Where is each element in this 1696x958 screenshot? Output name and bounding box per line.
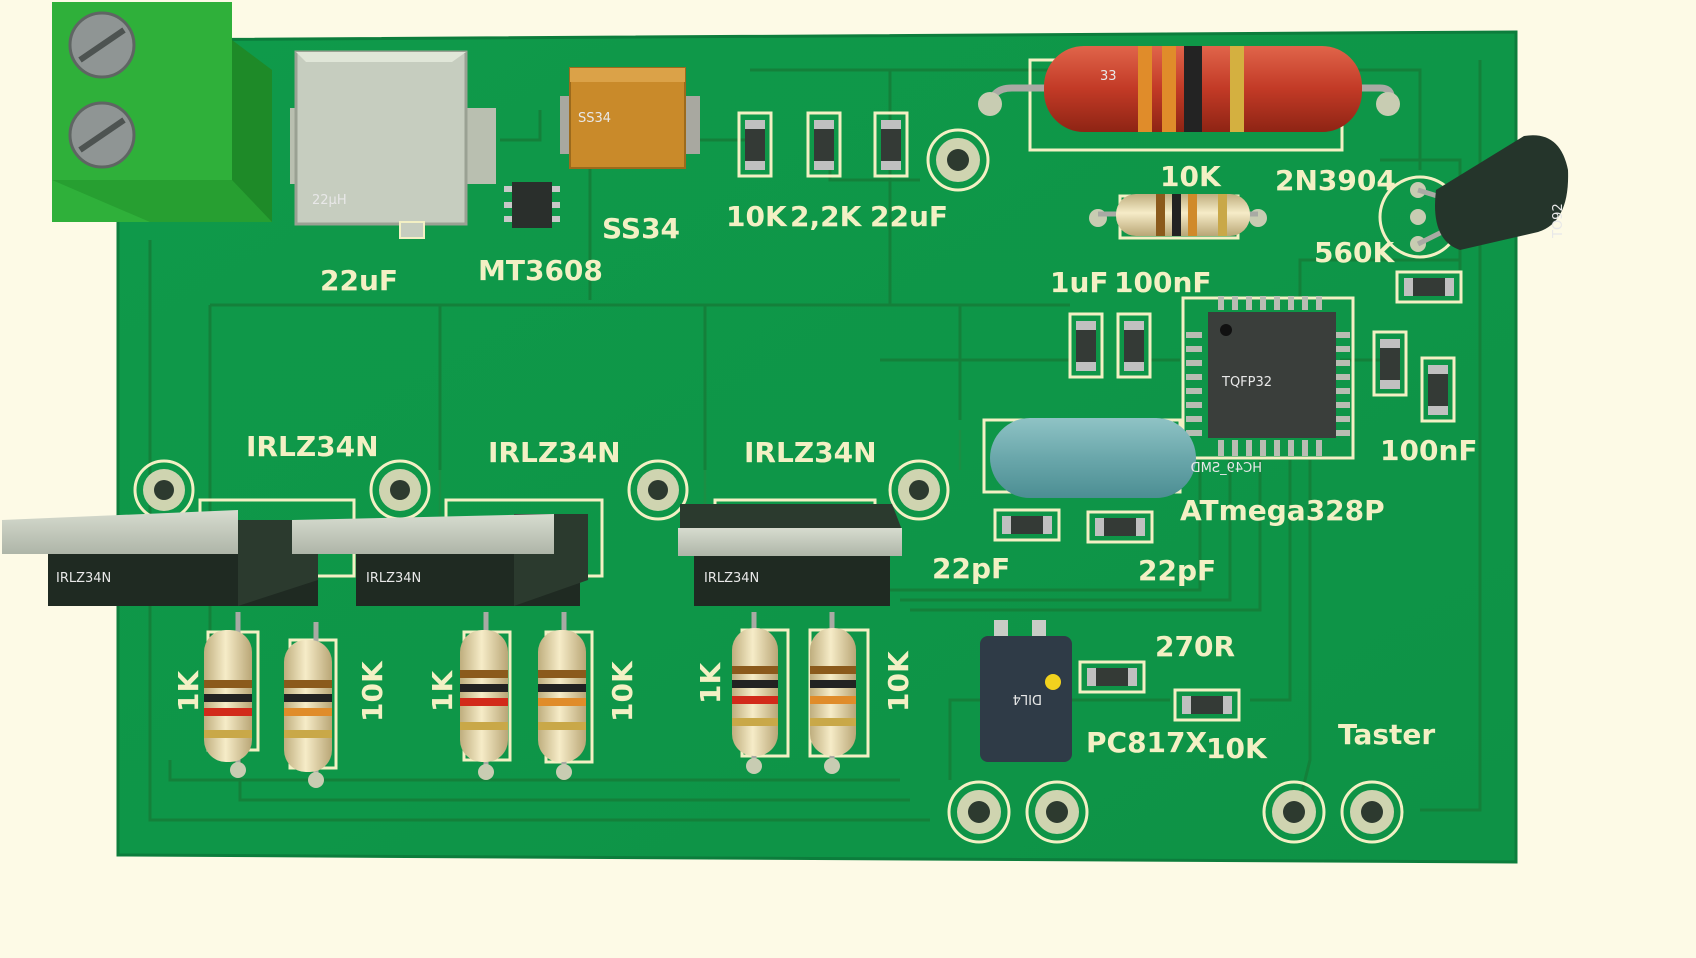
label-r-1k-2: 1K bbox=[426, 670, 459, 712]
label-c-1uf: 1uF bbox=[1050, 266, 1109, 299]
through-hole-pad-8 bbox=[1340, 780, 1404, 844]
smd-resistor-10k-top bbox=[737, 111, 773, 178]
transistor-to92: TO92 bbox=[1378, 135, 1569, 259]
mosfet-1-mark: IRLZ34N bbox=[56, 571, 111, 586]
axial-resistor-1k-2 bbox=[460, 612, 512, 780]
label-mcu: ATmega328P bbox=[1180, 494, 1385, 527]
through-hole-pads bbox=[133, 459, 1404, 844]
mosfet-2-mark: IRLZ34N bbox=[366, 571, 421, 586]
label-inductor: 22uF bbox=[320, 264, 398, 297]
to92-mark: TO92 bbox=[1551, 203, 1566, 239]
mosfet-1-to220: IRLZ34N bbox=[2, 510, 318, 606]
crystal-mark: HC49_SMD bbox=[1191, 461, 1262, 476]
label-r-1k-3: 1K bbox=[694, 662, 727, 704]
power-resistor-33: 33 bbox=[978, 46, 1400, 152]
label-boost-ic: MT3608 bbox=[478, 254, 603, 287]
through-hole-pad-2 bbox=[369, 459, 431, 521]
smd-capacitor-100nf-top bbox=[1116, 312, 1152, 379]
smd-capacitor-100nf-right bbox=[1372, 330, 1456, 423]
label-r-10k-2: 10K bbox=[606, 660, 639, 722]
mcu-tqfp32: TQFP32 bbox=[1181, 296, 1355, 460]
diode-ss34: SS34 bbox=[560, 67, 700, 169]
smd-capacitor-1uf bbox=[1068, 312, 1104, 379]
through-hole-pad-3 bbox=[627, 459, 689, 521]
axial-resistor-10k-3 bbox=[808, 612, 870, 774]
label-r-10k-top: 10K bbox=[726, 200, 788, 233]
inductor-22uh: 22µH bbox=[290, 50, 496, 239]
smd-resistor-560k bbox=[1395, 270, 1463, 304]
label-r-1k-1: 1K bbox=[172, 670, 205, 712]
label-transistor: 2N3904 bbox=[1275, 164, 1396, 197]
axial-resistor-10k-mid bbox=[1089, 194, 1267, 240]
optocoupler-dil4: DIL4 bbox=[980, 620, 1072, 762]
label-mosfet-2: IRLZ34N bbox=[488, 436, 621, 469]
label-r-270r: 270R bbox=[1155, 630, 1235, 663]
label-diode: SS34 bbox=[602, 212, 680, 245]
mosfet-3-mark: IRLZ34N bbox=[704, 571, 759, 586]
ic-mt3608 bbox=[504, 182, 560, 228]
power-resistor-mark: 33 bbox=[1100, 69, 1117, 84]
diode-mark: SS34 bbox=[578, 111, 611, 126]
through-hole-pad-7 bbox=[1262, 780, 1326, 844]
label-r-10k-3: 10K bbox=[882, 650, 915, 712]
screw-terminal-block bbox=[52, 2, 272, 222]
label-button: Taster bbox=[1338, 718, 1435, 751]
axial-resistor-1k-3 bbox=[732, 612, 790, 774]
silkscreen-labels: 22uF MT3608 SS34 10K 2,2K 22uF 10K 2N390… bbox=[172, 160, 1478, 765]
label-r-2k2: 2,2K bbox=[790, 200, 863, 233]
mosfet-3-to220: IRLZ34N bbox=[678, 504, 902, 606]
label-r-10k-mid: 10K bbox=[1160, 160, 1222, 193]
through-hole-pad-5 bbox=[947, 780, 1011, 844]
inductor-mark: 22µH bbox=[312, 193, 347, 208]
mosfet-2-to220: IRLZ34N bbox=[292, 514, 588, 606]
axial-resistor-10k-1 bbox=[284, 622, 338, 788]
through-hole-pad-top bbox=[926, 128, 990, 192]
smd-capacitor-22uf-top bbox=[873, 111, 909, 178]
smd-resistor-270r bbox=[1078, 660, 1146, 694]
smd-capacitor-22pf-right bbox=[1086, 510, 1154, 544]
label-c-22pf-left: 22pF bbox=[932, 552, 1010, 585]
dil-mark: DIL4 bbox=[1013, 691, 1042, 706]
label-r-10k-opto: 10K bbox=[1206, 732, 1268, 765]
through-hole-pad-1 bbox=[133, 459, 195, 521]
label-c-100nf-top: 100nF bbox=[1114, 266, 1212, 299]
smd-resistor-2k2 bbox=[806, 111, 842, 178]
qfp-mark: TQFP32 bbox=[1221, 375, 1272, 390]
crystal-hc49: HC49_SMD bbox=[982, 418, 1262, 498]
smd-capacitor-22pf-left bbox=[993, 508, 1061, 542]
label-c-22pf-right: 22pF bbox=[1138, 554, 1216, 587]
label-mosfet-1: IRLZ34N bbox=[246, 430, 379, 463]
label-c-100nf-right: 100nF bbox=[1380, 434, 1478, 467]
label-c-22uf-top: 22uF bbox=[870, 200, 948, 233]
smd-resistor-10k-opto bbox=[1173, 688, 1241, 722]
label-r-10k-1: 10K bbox=[356, 660, 389, 722]
through-hole-pad-6 bbox=[1025, 780, 1089, 844]
label-r-560k: 560K bbox=[1314, 236, 1395, 269]
axial-resistor-1k-1 bbox=[204, 612, 260, 778]
through-hole-pad-4 bbox=[888, 459, 950, 521]
label-optocoupler: PC817X bbox=[1086, 726, 1208, 759]
axial-resistor-10k-2 bbox=[538, 612, 594, 780]
label-mosfet-3: IRLZ34N bbox=[744, 436, 877, 469]
